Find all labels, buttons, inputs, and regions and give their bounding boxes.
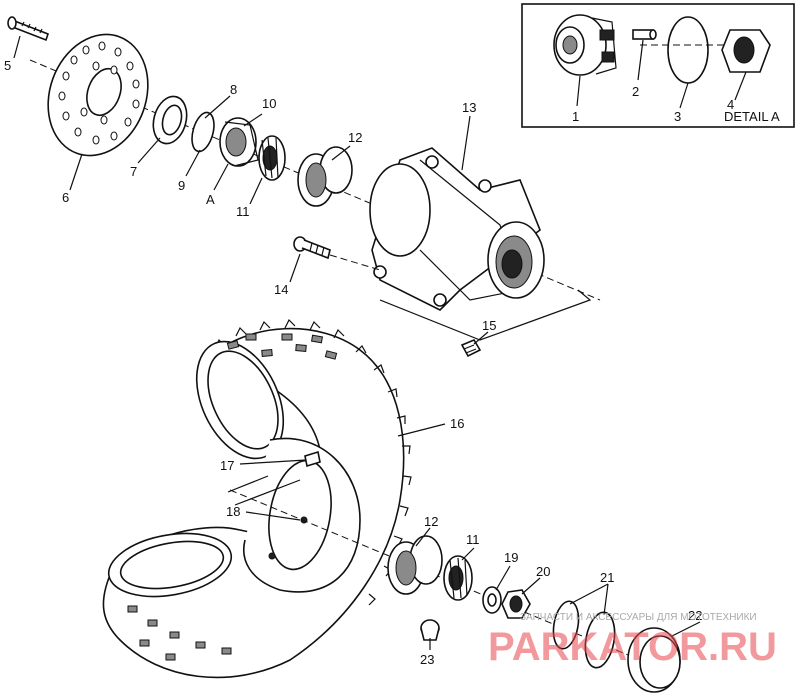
callout-14: 14 — [274, 282, 288, 297]
part-13-wheel-hub — [369, 147, 592, 341]
callout-10: 10 — [262, 96, 276, 111]
callout-8: 8 — [230, 82, 237, 97]
callout-11-lower: 11 — [466, 532, 480, 547]
callout-12-upper: 12 — [348, 130, 362, 145]
callout-1: 1 — [572, 109, 579, 124]
part-10-carrier — [219, 117, 259, 167]
callout-15: 15 — [482, 318, 496, 333]
callout-7: 7 — [130, 164, 137, 179]
callout-13: 13 — [462, 100, 476, 115]
callout-23: 23 — [420, 652, 434, 667]
watermark-tagline: ЗАПЧАСТИ И АКСЕССУАРЫ ДЛЯ МОТОТЕХНИКИ — [520, 612, 757, 623]
part-11-bearing-lower — [443, 555, 473, 601]
part-12-race-lower — [387, 535, 443, 595]
part-15-lug-nut — [460, 338, 482, 358]
part-11-bearing-upper — [258, 135, 286, 181]
leader-lines — [13, 35, 701, 650]
callout-19: 19 — [504, 550, 518, 565]
callout-A: A — [206, 192, 215, 207]
part-18-rim — [243, 437, 361, 593]
callout-12-lower: 12 — [424, 514, 438, 529]
callout-16: 16 — [450, 416, 464, 431]
part-19-washer — [482, 586, 502, 614]
detail-a-inset: 1 2 3 4 DETAIL A — [521, 3, 795, 128]
callout-5: 5 — [4, 58, 11, 73]
part-23-nut — [420, 619, 440, 641]
callout-4: 4 — [727, 97, 734, 112]
callout-18: 18 — [226, 504, 240, 519]
part-7-seal — [152, 95, 188, 145]
part-9-snap-ring — [191, 111, 215, 153]
callout-9: 9 — [178, 178, 185, 193]
callout-11-upper: 11 — [236, 204, 250, 219]
detail-part-3 — [667, 16, 709, 84]
watermark-brand: PARKATOR.RU — [488, 625, 777, 669]
callout-20: 20 — [536, 564, 550, 579]
detail-part-2 — [632, 29, 657, 40]
detail-part-1 — [553, 14, 617, 76]
part-16-tire — [102, 318, 412, 679]
part-20-nut — [501, 589, 531, 619]
callout-3: 3 — [674, 109, 681, 124]
part-14-stud — [293, 236, 381, 271]
part-22-hub-cap — [627, 627, 681, 693]
callout-6: 6 — [62, 190, 69, 205]
callout-2: 2 — [632, 84, 639, 99]
callout-17: 17 — [220, 458, 234, 473]
detail-a-label: DETAIL A — [724, 109, 780, 124]
part-17-valve-stem — [304, 450, 321, 468]
detail-part-4 — [721, 29, 771, 73]
part-21-o-rings — [552, 600, 616, 669]
callout-22: 22 — [688, 608, 702, 623]
callout-21: 21 — [600, 570, 614, 585]
part-5-bolt — [7, 16, 49, 42]
part-12-race-upper — [297, 146, 353, 207]
watermark: ЗАПЧАСТИ И АКСЕССУАРЫ ДЛЯ МОТОТЕХНИКИ PA… — [488, 612, 777, 669]
part-6-brake-disc — [47, 33, 149, 157]
callouts: 5 6 7 8 9 A 10 11 12 13 14 15 16 17 18 1… — [4, 58, 702, 667]
